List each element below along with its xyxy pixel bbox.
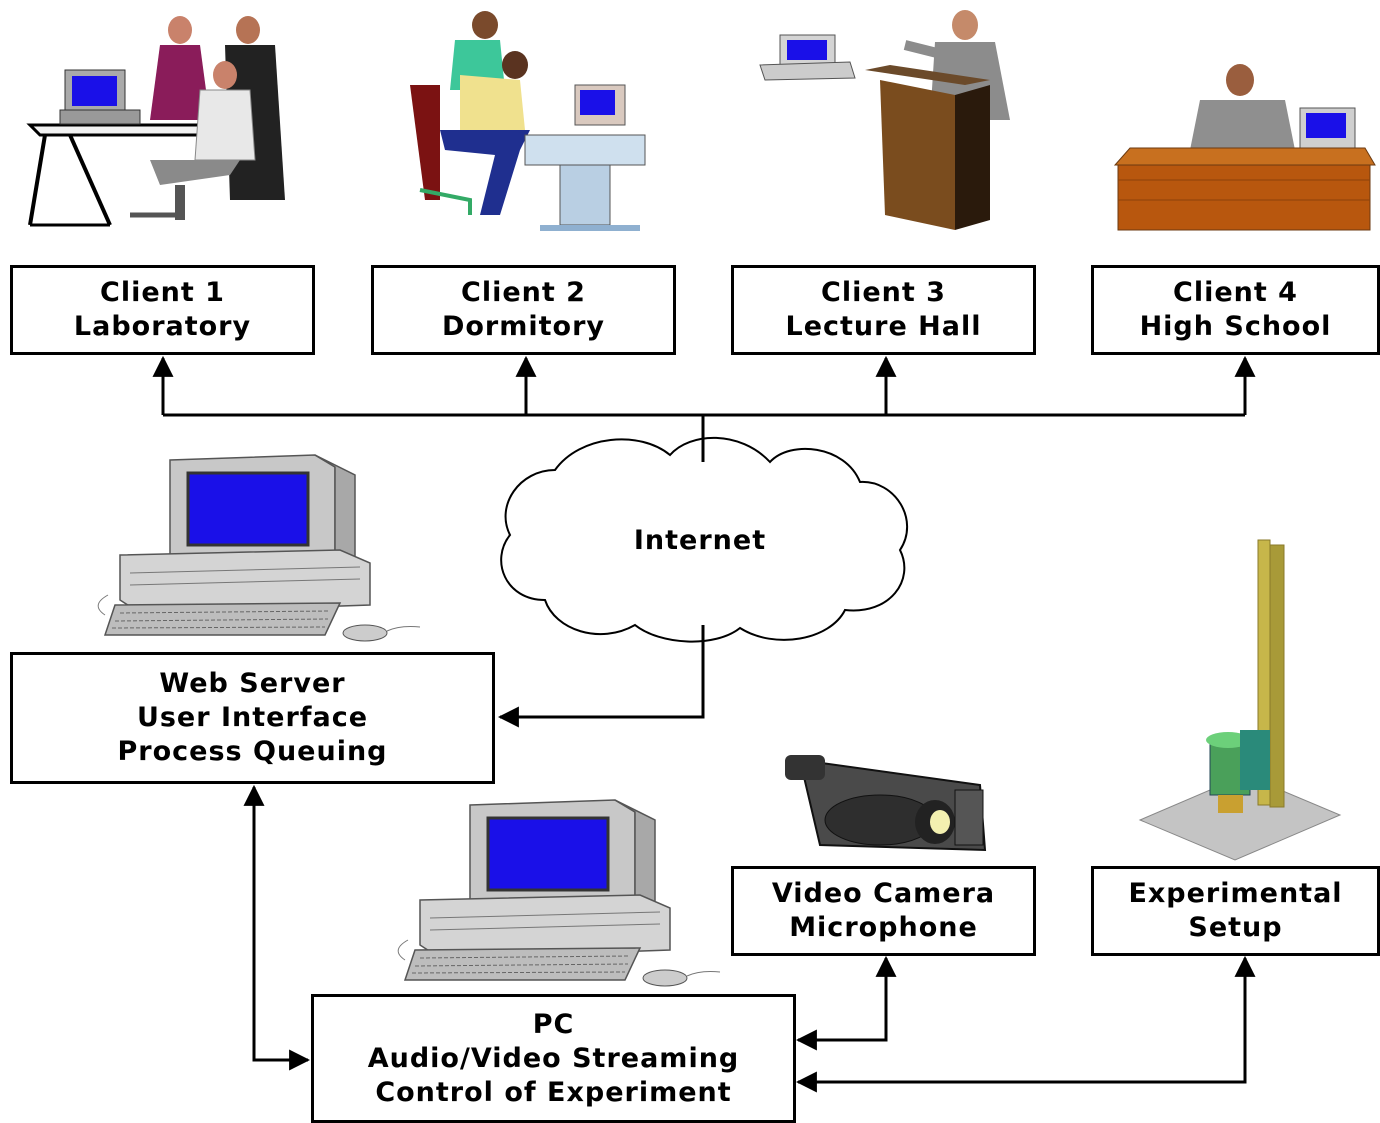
client-1-box: Client 1 Laboratory [10,265,315,355]
pc-line-1: PC [532,1008,575,1040]
internet-label: Internet [633,525,767,556]
connectors [152,355,1256,1093]
client-2-box: Client 2 Dormitory [371,265,676,355]
high-school-illustration [1113,64,1376,231]
pc-line-3: Control of Experiment [375,1076,732,1108]
web-server-line-2: User Interface [136,702,369,733]
lecture-hall-illustration [759,10,1010,230]
video-camera-box: Video Camera Microphone [731,866,1036,956]
client-3-box: Client 3 Lecture Hall [731,265,1036,355]
client-3-name: Client 3 [821,277,946,308]
experimental-setup-line-2: Setup [1188,912,1283,943]
client-3-place: Lecture Hall [785,311,982,342]
experimental-setup-line-1: Experimental [1128,878,1343,909]
pc-box: PC Audio/Video Streaming Control of Expe… [311,994,796,1123]
pc-computer-illustration [396,798,722,988]
client-4-name: Client 4 [1173,277,1298,308]
client-1-place: Laboratory [73,311,252,342]
laboratory-illustration [26,16,285,227]
pc-line-2: Audio/Video Streaming [367,1042,740,1074]
client-2-name: Client 2 [461,277,586,308]
experimental-setup-box: Experimental Setup [1091,866,1380,956]
client-2-place: Dormitory [441,311,606,342]
video-camera-illustration [785,755,987,852]
web-server-line-1: Web Server [159,668,346,699]
web-server-box: Web Server User Interface Process Queuin… [10,652,495,784]
internet-cloud [500,436,909,643]
web-server-line-3: Process Queuing [117,736,388,767]
dormitory-illustration [410,11,646,231]
client-4-box: Client 4 High School [1091,265,1380,355]
experimental-setup-illustration [1138,539,1342,861]
video-camera-line-1: Video Camera [771,878,996,909]
client-4-place: High School [1139,311,1332,342]
video-camera-line-2: Microphone [789,912,978,943]
web-server-computer-illustration [96,453,422,643]
client-1-name: Client 1 [100,277,225,308]
